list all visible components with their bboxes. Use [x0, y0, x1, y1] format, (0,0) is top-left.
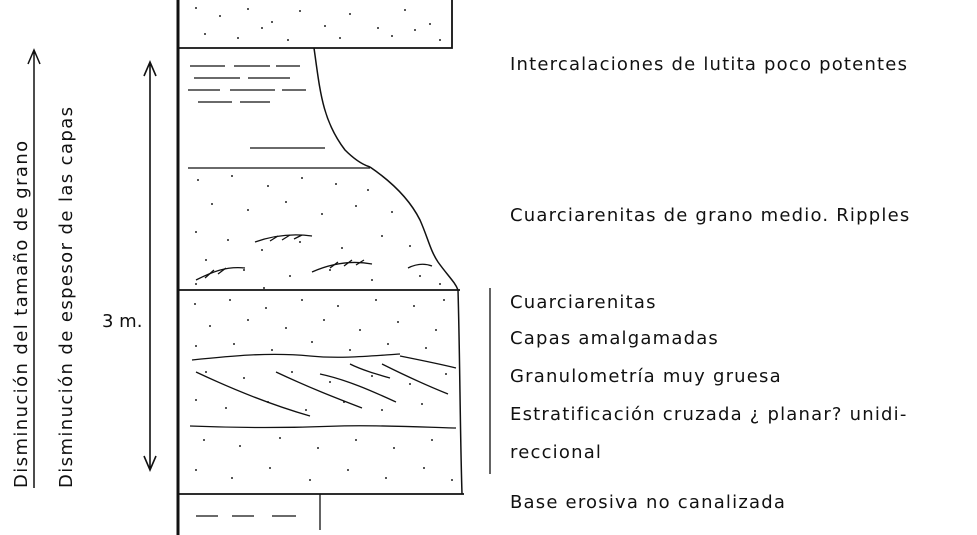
grain-size-label: Disminución del tamaño de grano: [11, 139, 32, 488]
scale-label: 3 m.: [102, 311, 142, 332]
ripples-label: Cuarciarenitas de grano medio. Ripples: [510, 205, 910, 226]
scale-bar-3m: [143, 59, 157, 473]
ripples-bed-dots: [195, 175, 441, 289]
amalgamated-label-line-2: Capas amalgamadas: [510, 328, 719, 349]
erosive-base-label: Base erosiva no canalizada: [510, 492, 786, 513]
shale-interval-outline: [313, 47, 371, 168]
amalgamated-bed-outline: [457, 289, 463, 495]
amalgamated-bed-dots: [194, 299, 453, 481]
underlying-shale: [196, 494, 321, 530]
cross-stratification-lines: [189, 353, 457, 429]
shale-interbeds-label: Intercalaciones de lutita poco potentes: [510, 54, 908, 75]
ripple-cross-laminae: [195, 234, 433, 281]
amalgamated-label-line-1: Cuarciarenitas: [510, 292, 657, 313]
amalgamated-label-line-4: Estratificación cruzada ¿ planar? unidi-: [510, 404, 908, 425]
amalgamated-label-line-3: Granulometría muy gruesa: [510, 366, 782, 387]
top-bed-dots: [195, 7, 441, 41]
bed-thickness-label: Disminución de espesor de las capas: [56, 106, 77, 488]
fining-upward-arrow: [27, 48, 41, 300]
ripples-bed-outline: [369, 166, 459, 291]
shale-laminations: [188, 65, 370, 169]
top-sandstone-bed: [177, 0, 453, 49]
amalgamated-label-line-5: reccional: [510, 442, 602, 463]
